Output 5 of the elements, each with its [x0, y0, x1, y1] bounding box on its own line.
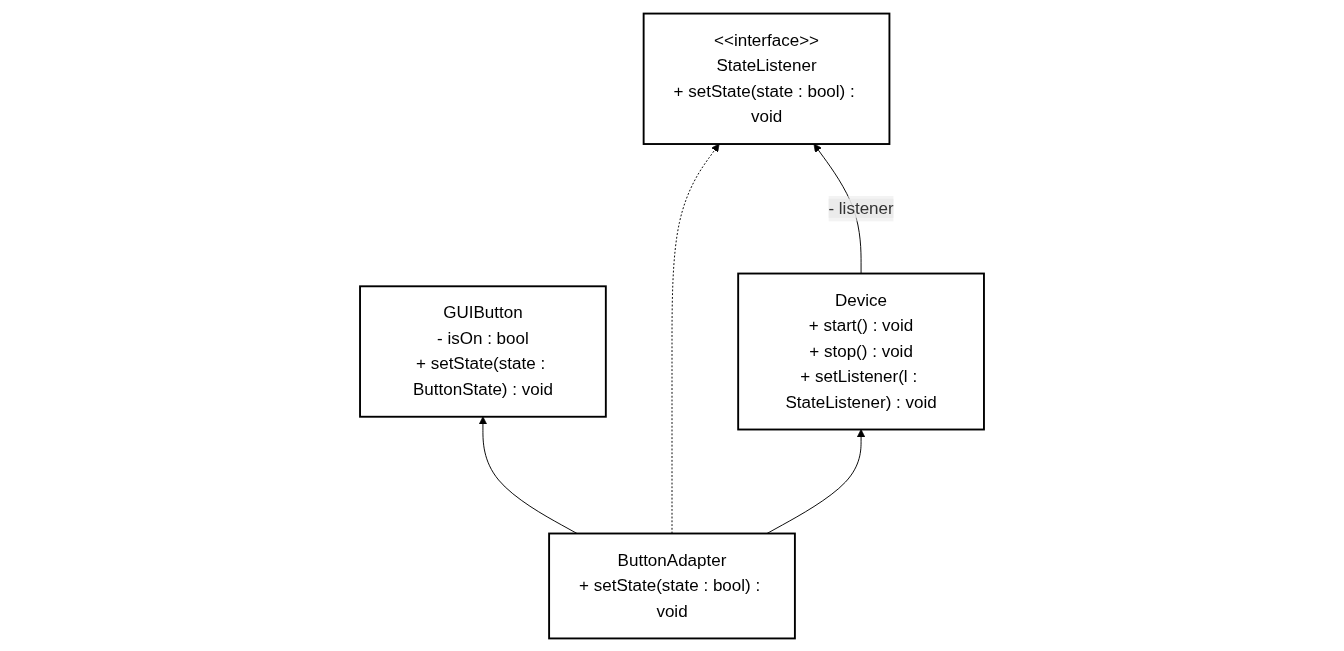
node-box: GUIButton - isOn : bool + setState(state : ButtonState) : void [359, 284, 607, 418]
edge-label: - listener [828, 198, 894, 218]
node-box: Device + start() : void + stop() : void + setListener(l : StateListener) : void [737, 272, 985, 430]
node-box: <<interface>> StateListener + setState(state : bool) : void [642, 12, 891, 145]
node-box: ButtonAdapter + setState(state : bool) : void [548, 532, 796, 639]
